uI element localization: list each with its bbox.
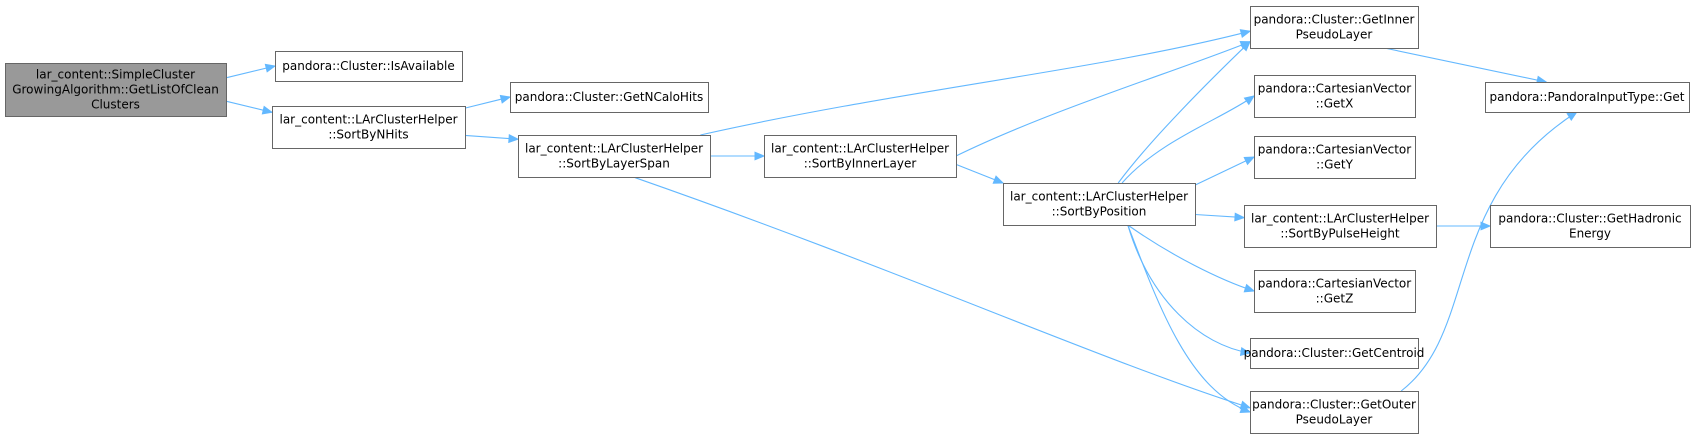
node-label-line: ::SortByPosition xyxy=(1052,205,1147,219)
node-label-line: GrowingAlgorithm::GetListOfClean xyxy=(12,83,219,97)
arrowhead-root-to-sortbynhits xyxy=(261,105,274,115)
node-box xyxy=(1250,391,1419,434)
arrowhead-root-to-isavailable xyxy=(264,63,277,73)
node-box xyxy=(764,135,957,178)
edge-getouterpseudolayer-to-pandorainputtypeget xyxy=(1400,111,1578,392)
node-box xyxy=(1244,205,1437,248)
edge-sortbyposition-to-gety xyxy=(1194,156,1255,186)
node-box xyxy=(5,63,227,117)
node-label-line: PseudoLayer xyxy=(1296,413,1373,427)
node-sortbypulseheight[interactable]: lar_content::LArClusterHelper::SortByPul… xyxy=(1244,205,1437,248)
arrowhead-sortbyposition-to-sortbypulseheight xyxy=(1234,212,1246,222)
edge-sortbylayerspan-to-getouterpseudolayer xyxy=(633,176,1251,409)
edge-getinnerpseudolayer-to-pandorainputtypeget xyxy=(1384,47,1547,83)
node-getcentroid[interactable]: pandora::Cluster::GetCentroid xyxy=(1244,338,1425,369)
node-pandorainputtypeget[interactable]: pandora::PandoraInputType::Get xyxy=(1485,82,1690,113)
node-box xyxy=(1254,270,1416,313)
arrowhead-sortbyposition-to-getx xyxy=(1243,95,1256,106)
node-label-line: pandora::CartesianVector xyxy=(1258,143,1412,157)
node-box xyxy=(1003,183,1196,226)
node-label-line: lar_content::LArClusterHelper xyxy=(771,142,949,156)
node-box xyxy=(1250,338,1419,369)
edge-sortbyposition-to-getouterpseudolayer xyxy=(1127,224,1251,413)
edge-sortbyposition-to-getcentroid xyxy=(1127,224,1251,354)
node-label-line: pandora::Cluster::GetCentroid xyxy=(1244,346,1425,360)
node-root[interactable]: lar_content::SimpleClusterGrowingAlgorit… xyxy=(5,63,227,117)
node-label-line: ::GetY xyxy=(1316,158,1353,172)
node-label-line: pandora::PandoraInputType::Get xyxy=(1490,90,1685,104)
edge-sortbyinnerlayer-to-getinnerpseudolayer xyxy=(955,41,1251,157)
node-label-line: ::SortByPulseHeight xyxy=(1280,227,1400,241)
arrowhead-sortbyposition-to-getz xyxy=(1243,283,1256,293)
node-label-line: pandora::Cluster::GetInner xyxy=(1254,13,1415,27)
arrowhead-sortbyposition-to-getinnerpseudolayer xyxy=(1239,40,1251,52)
nodes-layer: lar_content::SimpleClusterGrowingAlgorit… xyxy=(5,6,1691,434)
node-label-line: ::GetZ xyxy=(1316,292,1354,306)
arrowhead-sortbyinnerlayer-to-sortbyposition xyxy=(992,175,1005,184)
edge-sortbyposition-to-getx xyxy=(1121,95,1255,184)
node-box xyxy=(1254,75,1416,118)
arrowhead-sortbynhits-to-getncalohits xyxy=(499,94,512,104)
node-getncalohits[interactable]: pandora::Cluster::GetNCaloHits xyxy=(510,82,709,113)
node-label-line: ::SortByInnerLayer xyxy=(804,157,917,171)
arrowhead-sortbylayerspan-to-getinnerpseudolayer xyxy=(1239,29,1252,38)
node-label-line: pandora::Cluster::GetOuter xyxy=(1252,398,1416,412)
node-label-line: ::SortByNHits xyxy=(328,128,408,142)
node-label-line: PseudoLayer xyxy=(1296,28,1373,42)
node-box xyxy=(518,135,711,178)
node-label-line: Energy xyxy=(1569,227,1611,241)
arrowhead-sortbypulseheight-to-gethadronicenergy xyxy=(1480,221,1492,231)
node-getz[interactable]: pandora::CartesianVector::GetZ xyxy=(1254,270,1416,313)
node-label-line: ::GetX xyxy=(1316,97,1354,111)
node-sortbynhits[interactable]: lar_content::LArClusterHelper::SortByNHi… xyxy=(272,106,466,149)
node-label-line: pandora::Cluster::IsAvailable xyxy=(282,59,454,73)
edge-sortbylayerspan-to-getinnerpseudolayer xyxy=(700,30,1251,136)
node-label-line: pandora::Cluster::GetHadronic xyxy=(1498,212,1681,226)
node-sortbyposition[interactable]: lar_content::LArClusterHelper::SortByPos… xyxy=(1003,183,1196,226)
node-box xyxy=(1485,82,1690,113)
edges-layer xyxy=(225,29,1578,414)
node-getx[interactable]: pandora::CartesianVector::GetX xyxy=(1254,75,1416,118)
node-box xyxy=(275,51,463,82)
arrowhead-sortbyposition-to-getouterpseudolayer xyxy=(1239,404,1252,414)
node-isavailable[interactable]: pandora::Cluster::IsAvailable xyxy=(275,51,463,82)
node-label-line: Clusters xyxy=(91,98,140,112)
node-label-line: pandora::Cluster::GetNCaloHits xyxy=(515,90,703,104)
arrowhead-sortbyposition-to-gety xyxy=(1243,156,1256,166)
node-label-line: pandora::CartesianVector xyxy=(1258,82,1412,96)
node-box xyxy=(1490,205,1691,248)
node-label-line: lar_content::SimpleCluster xyxy=(36,68,195,82)
edge-sortbyposition-to-getinnerpseudolayer xyxy=(1117,41,1251,184)
node-sortbylayerspan[interactable]: lar_content::LArClusterHelper::SortByLay… xyxy=(518,135,711,178)
node-label-line: lar_content::LArClusterHelper xyxy=(1251,212,1429,226)
node-box xyxy=(272,106,466,149)
arrowhead-sortbyposition-to-getcentroid xyxy=(1239,347,1252,356)
edge-sortbyposition-to-getz xyxy=(1127,224,1255,292)
node-label-line: lar_content::LArClusterHelper xyxy=(279,113,457,127)
node-box xyxy=(510,82,709,113)
node-label-line: lar_content::LArClusterHelper xyxy=(525,142,703,156)
arrowhead-sortbynhits-to-sortbylayerspan xyxy=(508,133,520,144)
node-label-line: pandora::CartesianVector xyxy=(1258,277,1412,291)
node-box xyxy=(1250,6,1419,49)
node-gety[interactable]: pandora::CartesianVector::GetY xyxy=(1254,136,1416,179)
node-sortbyinnerlayer[interactable]: lar_content::LArClusterHelper::SortByInn… xyxy=(764,135,957,178)
node-label-line: ::SortByLayerSpan xyxy=(558,157,670,171)
arrowhead-getouterpseudolayer-to-pandorainputtypeget xyxy=(1566,111,1578,121)
node-label-line: lar_content::LArClusterHelper xyxy=(1010,190,1188,204)
arrowhead-sortbylayerspan-to-sortbyinnerlayer xyxy=(754,151,766,161)
node-box xyxy=(1254,136,1416,179)
